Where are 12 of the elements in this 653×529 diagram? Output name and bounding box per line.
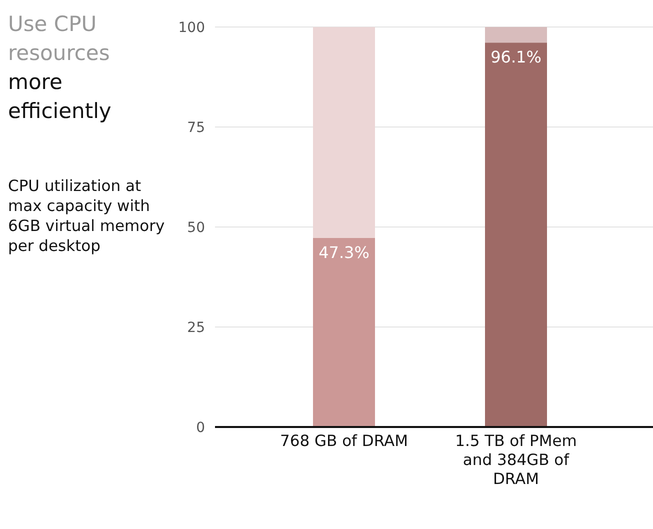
value-label: 96.1% bbox=[490, 48, 542, 67]
axis-tick-label: 100 bbox=[178, 20, 205, 36]
axis-tick-label: 25 bbox=[187, 320, 205, 336]
chart-description: CPU utilization at max capacity with 6GB virtual memory per desktop bbox=[8, 176, 166, 256]
axis-tick-label: 0 bbox=[196, 420, 205, 436]
value-label: 47.3% bbox=[318, 242, 370, 262]
heading: Use CPU resources bbox=[8, 11, 111, 67]
category-label: 1.5 TB of PMem and 384GB of DRAM bbox=[454, 432, 578, 489]
axis-tick-label: 75 bbox=[187, 120, 205, 136]
category-label: 768 GB of DRAM bbox=[278, 432, 409, 451]
axis-tick-label: 50 bbox=[187, 220, 205, 236]
heading: more efficiently bbox=[8, 69, 112, 125]
